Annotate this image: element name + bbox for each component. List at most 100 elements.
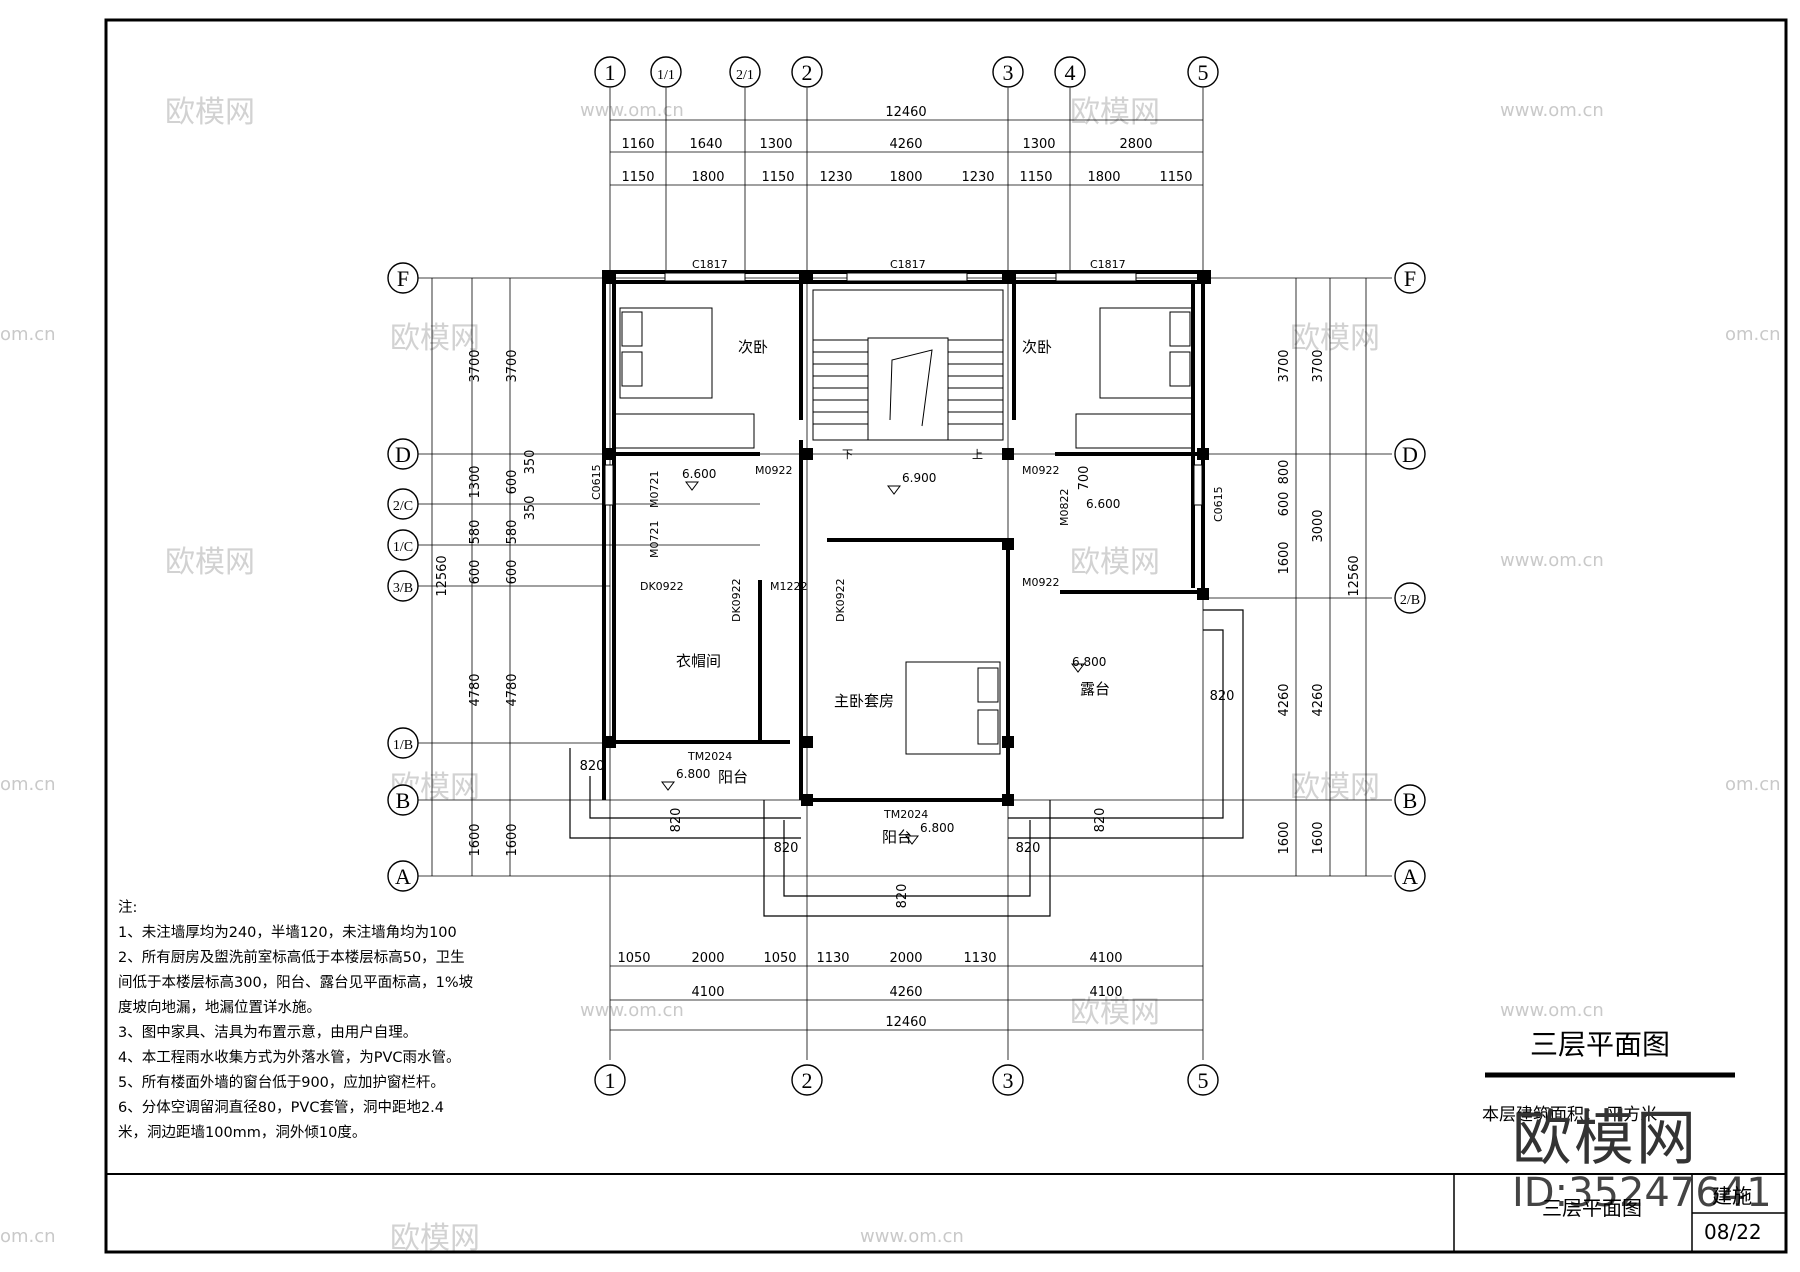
axis-grid (418, 88, 1392, 1060)
svg-text:600: 600 (505, 470, 520, 495)
svg-text:1130: 1130 (963, 951, 996, 966)
svg-text:F: F (397, 266, 409, 291)
svg-text:欧模网: 欧模网 (165, 95, 255, 130)
svg-text:2: 2 (802, 1068, 813, 1093)
svg-text:3700: 3700 (1311, 349, 1326, 382)
svg-text:12460: 12460 (885, 1015, 926, 1030)
svg-text:3000: 3000 (1311, 509, 1326, 542)
titleblock-discipline-code: 建施 (1712, 1184, 1752, 1208)
svg-text:6.800: 6.800 (1072, 655, 1106, 669)
svg-text:12560: 12560 (1347, 555, 1362, 596)
svg-text:om.cn: om.cn (0, 324, 56, 345)
right-dimensions: 3700 800 600 1600 4260 1600 3700 3000 42… (1277, 349, 1362, 854)
left-axis-bubbles (387, 262, 419, 892)
svg-text:6.600: 6.600 (682, 467, 716, 481)
svg-text:350: 350 (523, 450, 538, 475)
svg-text:700: 700 (1077, 466, 1092, 491)
svg-text:3700: 3700 (1277, 349, 1292, 382)
svg-text:3700: 3700 (468, 349, 483, 382)
svg-text:1300: 1300 (468, 465, 483, 498)
svg-text:4780: 4780 (468, 673, 483, 706)
svg-text:1800: 1800 (1087, 170, 1120, 185)
svg-text:下: 下 (842, 448, 853, 461)
svg-text:M0922: M0922 (1022, 576, 1060, 589)
misc-dimensions: 820 820 820 820 820 820 820 700 (580, 466, 1235, 909)
svg-text:1050: 1050 (617, 951, 650, 966)
right-axis-labels: F D 2/B B A (1400, 266, 1420, 889)
svg-text:1150: 1150 (761, 170, 794, 185)
general-notes: 注: 1、未注墙厚均为240，半墙120，未注墙角均为100 2、所有厨房及盥洗… (118, 896, 518, 1146)
svg-text:om.cn: om.cn (1725, 324, 1781, 345)
svg-text:om.cn: om.cn (1725, 774, 1781, 795)
svg-text:3: 3 (1003, 60, 1014, 85)
floor-area-note: 本层建筑面积： 平方米 (1482, 1105, 1658, 1125)
elevation-marks: 6.900 6.600 6.600 6.800 6.800 6.800 下 上 (676, 448, 1120, 835)
svg-text:4260: 4260 (1311, 683, 1326, 716)
watermark-layer: 欧模网 www.om.cn 欧模网 www.om.cn om.cn 欧模网 欧模… (0, 95, 1781, 1256)
balcony-outlines (569, 609, 1244, 917)
svg-text:2000: 2000 (889, 951, 922, 966)
watermark-stamp-brand: 欧模网 (1512, 1104, 1698, 1174)
svg-text:4100: 4100 (1089, 985, 1122, 1000)
left-axis-labels: F D 2/C 1/C 3/B 1/B B A (393, 266, 413, 889)
titleblock-drawing-name: 三层平面图 (1542, 1196, 1642, 1220)
svg-text:6.600: 6.600 (1086, 497, 1120, 511)
room-labels: 次卧 次卧 衣帽间 主卧套房 露台 阳台 阳台 (676, 338, 1110, 846)
svg-text:580: 580 (505, 520, 520, 545)
svg-text:800: 800 (1277, 460, 1292, 485)
top-dimensions: 12460 1160 1640 1300 4260 1300 2800 1150… (621, 105, 1192, 185)
svg-text:4100: 4100 (691, 985, 724, 1000)
svg-text:www.om.cn: www.om.cn (1500, 1000, 1604, 1021)
sheet-border (104, 18, 1788, 1254)
svg-text:欧模网: 欧模网 (165, 545, 255, 580)
note-line: 度坡向地漏，地漏位置详水施。 (118, 1000, 321, 1016)
svg-text:1600: 1600 (1311, 821, 1326, 854)
room-master: 主卧套房 (834, 692, 894, 710)
note-line: 6、分体空调留洞直径80，PVC套管，洞中距地2.4 (118, 1100, 445, 1116)
bed-master (905, 661, 1001, 755)
svg-text:om.cn: om.cn (0, 1226, 56, 1247)
svg-text:600: 600 (468, 560, 483, 585)
svg-text:1/C: 1/C (393, 540, 413, 555)
svg-text:欧模网: 欧模网 (1290, 321, 1380, 356)
svg-text:350: 350 (523, 496, 538, 521)
bed-left (613, 307, 755, 449)
note-line: 5、所有楼面外墙的窗台低于900，应加护窗栏杆。 (118, 1075, 445, 1091)
note-line: 3、图中家具、洁具为布置示意，由用户自理。 (118, 1025, 418, 1041)
bottom-dimensions: 1050 2000 1050 1130 2000 1130 4100 4100 … (617, 951, 1122, 1030)
top-axis-bubbles (594, 56, 1219, 88)
svg-text:2: 2 (802, 60, 813, 85)
svg-text:6.800: 6.800 (920, 821, 954, 835)
svg-text:www.om.cn: www.om.cn (580, 100, 684, 121)
svg-text:www.om.cn: www.om.cn (1500, 550, 1604, 571)
svg-text:M0822: M0822 (1058, 489, 1071, 527)
svg-text:1: 1 (605, 1068, 616, 1093)
svg-text:欧模网: 欧模网 (1290, 770, 1380, 805)
room-closet: 衣帽间 (676, 652, 721, 670)
svg-text:1160: 1160 (621, 137, 654, 152)
svg-text:4260: 4260 (889, 137, 922, 152)
svg-text:B: B (1403, 788, 1418, 813)
note-line: 2、所有厨房及盥洗前室标高低于本楼层标高50，卫生 (118, 950, 465, 966)
right-axis-bubbles (1394, 262, 1426, 892)
svg-text:C1817: C1817 (692, 258, 728, 271)
svg-text:1050: 1050 (763, 951, 796, 966)
stair (812, 289, 1004, 441)
svg-text:www.om.cn: www.om.cn (1500, 100, 1604, 121)
svg-text:D: D (1402, 442, 1418, 467)
svg-text:1600: 1600 (505, 823, 520, 856)
svg-text:1/B: 1/B (393, 738, 413, 753)
svg-text:D: D (395, 442, 411, 467)
left-dimensions: 3700 1300 580 600 4780 1600 3700 600 580… (435, 349, 538, 856)
svg-text:om.cn: om.cn (0, 774, 56, 795)
svg-text:6.900: 6.900 (902, 471, 936, 485)
bottom-axis-bubbles (594, 1064, 1219, 1096)
svg-text:820: 820 (580, 759, 605, 774)
svg-text:820: 820 (1210, 689, 1235, 704)
svg-text:2000: 2000 (691, 951, 724, 966)
svg-text:A: A (1402, 864, 1418, 889)
svg-text:3: 3 (1003, 1068, 1014, 1093)
svg-text:www.om.cn: www.om.cn (580, 1000, 684, 1021)
svg-text:1800: 1800 (691, 170, 724, 185)
svg-text:5: 5 (1198, 60, 1209, 85)
